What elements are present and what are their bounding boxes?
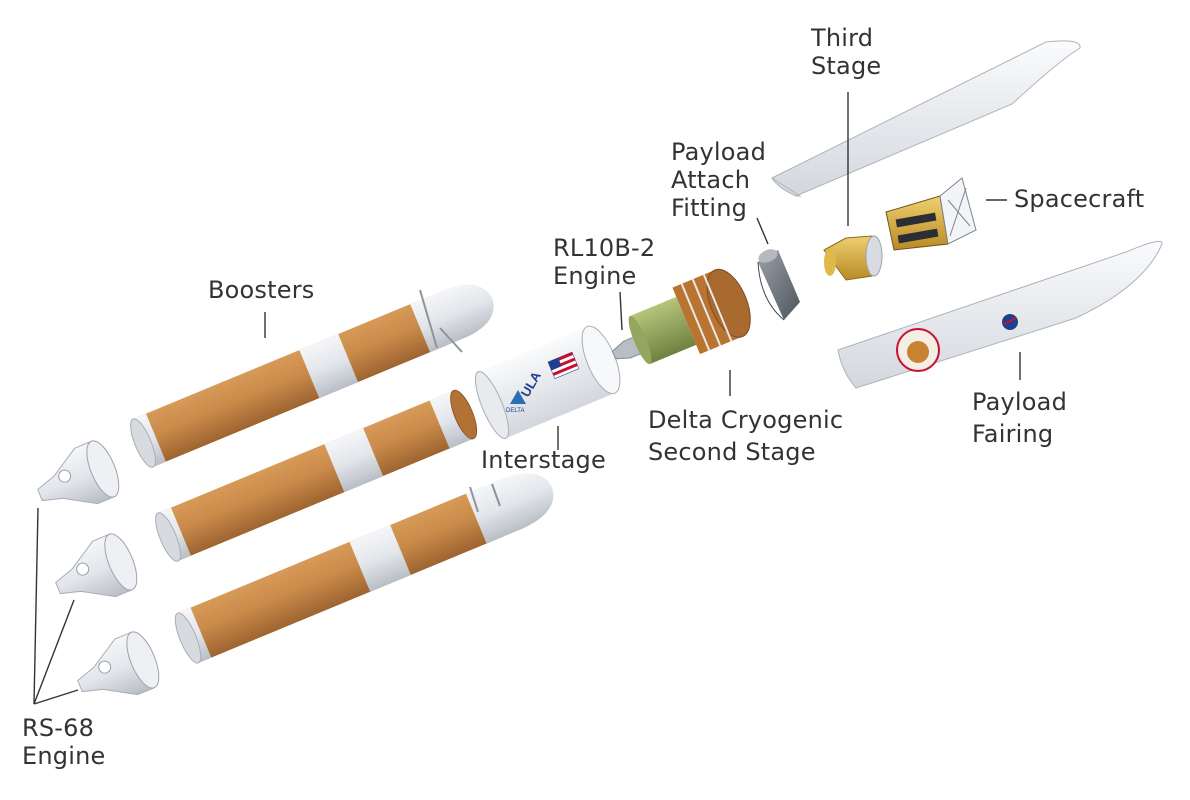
label-rs68-line1: RS-68 [22, 714, 95, 742]
interstage [474, 325, 621, 439]
label-rl10b2-engine: RL10B-2 Engine [553, 234, 655, 290]
payload-fairing-lower-half [837, 240, 1163, 389]
label-rl10b2-line2: Engine [553, 262, 637, 290]
label-fairing-line1: Payload [972, 388, 1067, 416]
booster-lower [174, 473, 554, 664]
booster-middle [155, 389, 478, 562]
delta-logo-decal: DELTA [506, 390, 526, 414]
label-interstage: Interstage [481, 446, 606, 474]
leader-rs68-b [33, 599, 75, 705]
booster-struts [419, 289, 501, 513]
label-third-stage-line1: Third [811, 24, 874, 52]
leader-lines [33, 92, 1021, 705]
leader-rl10 [619, 291, 623, 331]
label-fairing-line2: Fairing [972, 420, 1054, 448]
label-paf-line3: Fitting [671, 194, 748, 222]
label-dcss-line1: Delta Cryogenic [648, 406, 844, 434]
label-spacecraft-text: Spacecraft [1014, 185, 1145, 213]
label-rs68-line2: Engine [22, 742, 106, 770]
spacecraft [885, 177, 977, 251]
third-stage [823, 235, 883, 281]
nasa-logo-decal [1002, 314, 1018, 330]
label-paf-line1: Payload [671, 138, 766, 166]
booster-upper [130, 284, 494, 468]
mission-patch-decal [896, 328, 940, 372]
ula-flag-decal [547, 351, 580, 379]
label-boosters-text: Boosters [208, 276, 315, 304]
label-rl10b2-line1: RL10B-2 [553, 234, 656, 262]
delta-logo-text: DELTA [506, 408, 524, 414]
delta-cryogenic-second-stage [628, 268, 751, 365]
rs68-engine-middle [55, 533, 138, 598]
payload-attach-fitting [757, 249, 800, 321]
label-interstage-text: Interstage [481, 446, 606, 474]
leader-rs68-a [33, 507, 39, 705]
label-boosters: Boosters [208, 276, 314, 304]
label-third-stage-line2: Stage [811, 52, 882, 80]
label-rs68-engine: RS-68 Engine [22, 714, 105, 770]
label-third-stage: Third Stage [811, 24, 881, 80]
label-paf-line2: Attach [671, 166, 751, 194]
rs68-engine-top [37, 440, 120, 505]
rs68-engine-bottom [77, 631, 160, 696]
label-spacecraft: Spacecraft [1014, 185, 1144, 213]
label-payload-fairing: Payload Fairing [972, 386, 1067, 450]
label-delta-cryogenic-second-stage: Delta Cryogenic Second Stage [648, 404, 843, 468]
label-payload-attach-fitting: Payload Attach Fitting [671, 138, 766, 222]
leader-paf [756, 217, 769, 245]
leader-rs68-c [33, 689, 79, 705]
label-dcss-line2: Second Stage [648, 438, 816, 466]
payload-fairing-upper-half [771, 40, 1081, 197]
